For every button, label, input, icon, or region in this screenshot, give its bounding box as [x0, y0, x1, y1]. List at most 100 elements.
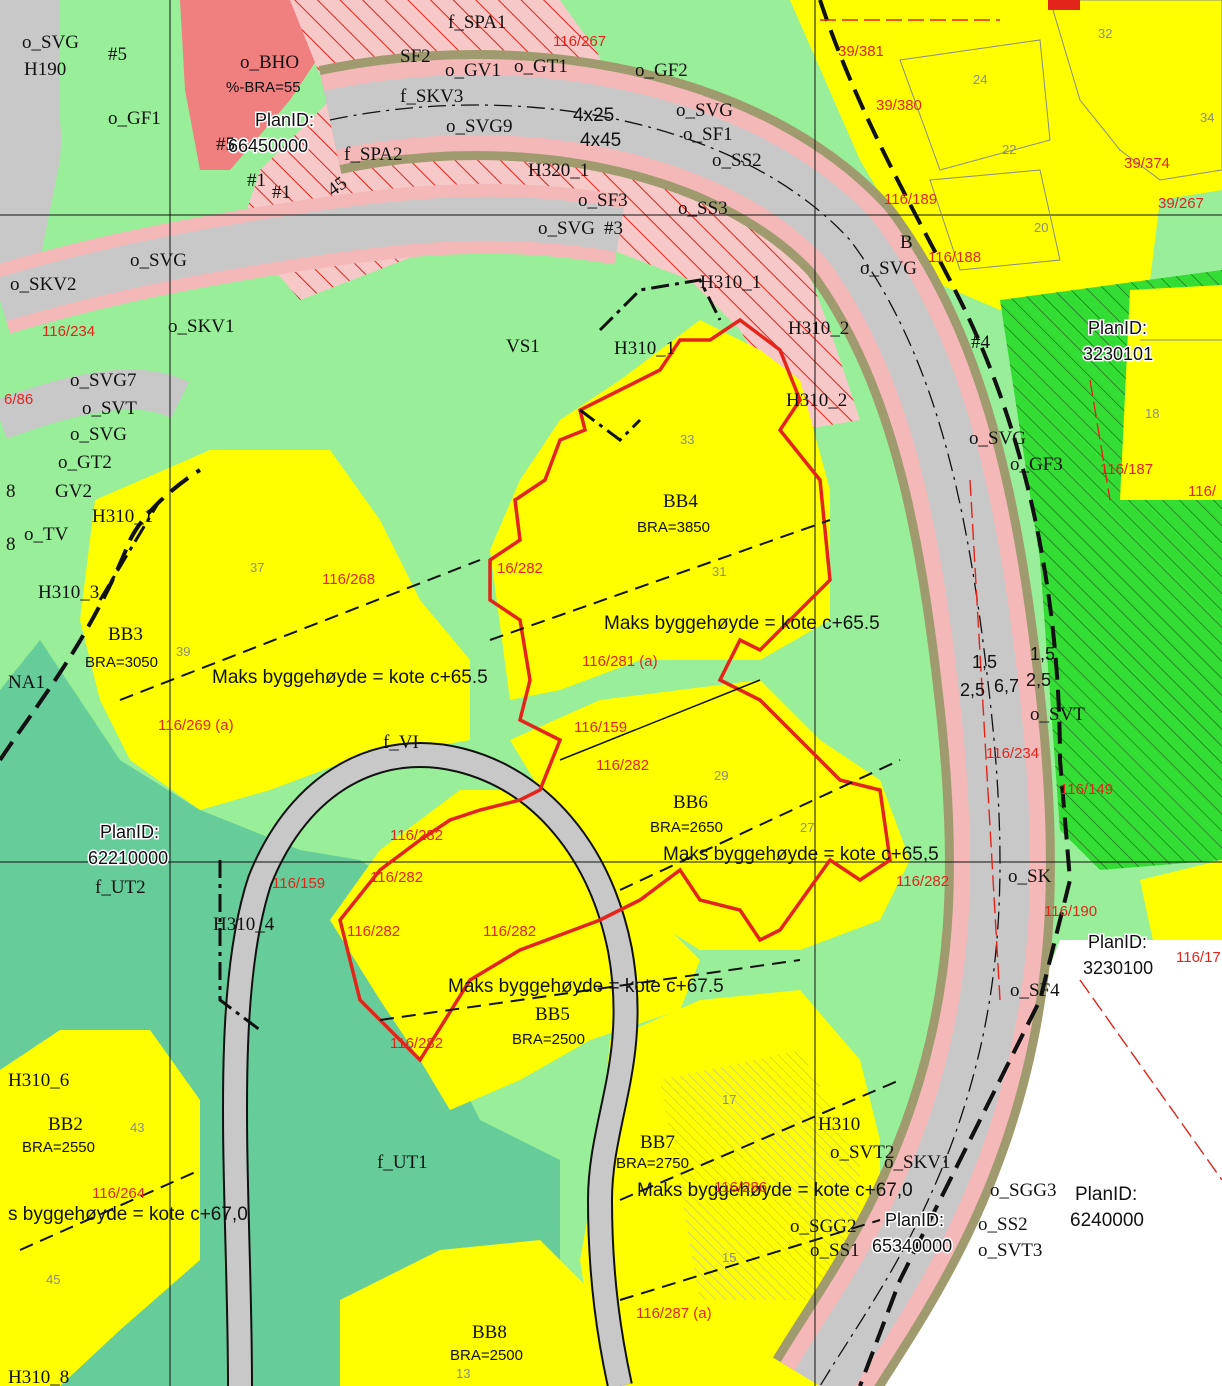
zone-o-sgg3: o_SGG3 — [990, 1180, 1057, 1201]
zone-o-gt2: o_GT2 — [58, 452, 112, 473]
zone-bb4 — [490, 320, 830, 700]
dim-4x25: 4x25 — [573, 105, 614, 126]
zone-h310-3: H310_3 — [38, 582, 99, 603]
planid-number: 6240000 — [1070, 1210, 1144, 1231]
zone-o-gf1: o_GF1 — [108, 108, 161, 129]
zone-o-bho: o_BHO — [240, 52, 299, 73]
parcel-number: 116/159 — [272, 875, 325, 892]
house-number: 39 — [176, 644, 190, 659]
zone-bb8 — [340, 1240, 600, 1386]
zone-label-bb6: BB6 — [673, 792, 708, 813]
zone-label-bb5: BB5 — [535, 1004, 570, 1025]
dim-1-5: 1,5 — [972, 652, 997, 672]
parcel-number: 116/282 — [390, 1035, 443, 1052]
parcel-number: 116/234 — [42, 323, 95, 340]
parcel-number: 116/282 — [483, 923, 536, 940]
parcel-number: 116/282 — [347, 923, 400, 940]
zone-label-bb4: BB4 — [663, 491, 698, 512]
parcel-number: 116/267 — [553, 33, 606, 50]
planid-label: PlanID: — [1088, 932, 1147, 952]
parcel-number: 116/269 (a) — [158, 717, 234, 734]
parcel-number: 39/381 — [838, 43, 884, 60]
parcel-number: 116/286 — [714, 1179, 767, 1196]
house-number: 29 — [714, 768, 728, 783]
parcel-number: 116/282 — [896, 873, 949, 890]
hash-1: #1 — [272, 182, 291, 203]
zone-label-bb2: BB2 — [48, 1114, 83, 1135]
house-number: 33 — [680, 432, 694, 447]
dashed-property-lines — [19, 519, 901, 1301]
planid-label: PlanID: — [885, 1210, 944, 1230]
east-yellow-lot — [1120, 285, 1222, 500]
parcel-number: 116/282 — [390, 827, 443, 844]
zone-h310-8: H310_8 — [8, 1367, 69, 1386]
house-number: 32 — [1098, 26, 1112, 41]
zone-o-ss2: o_SS2 — [978, 1214, 1028, 1235]
parcel-number: 116/190 — [1044, 903, 1097, 920]
house-number: 27 — [800, 820, 814, 835]
parcel-number: 116/149 — [1060, 781, 1113, 798]
zone-vs1: VS1 — [506, 336, 540, 357]
zone-o-svt: o_SVT — [82, 398, 137, 419]
path-f-vi — [224, 744, 637, 1386]
planid-label: PlanID: — [100, 822, 159, 842]
zone-gv2: GV2 — [55, 481, 92, 502]
zone-f-spa2: f_SPA2 — [344, 144, 402, 165]
parcel-number: 39/374 — [1124, 155, 1170, 172]
house-number: 31 — [712, 564, 726, 579]
zone-o-sf2: SF2 — [400, 46, 431, 67]
lot-lines — [899, 39, 1222, 341]
bra-label-bb3: BRA=3050 — [85, 654, 158, 671]
zone-h310: H310 — [818, 1114, 860, 1135]
zone-o-gv1: o_GV1 — [445, 60, 501, 81]
parcel-number: 116/187 — [1100, 461, 1153, 478]
zone-o-gf3: o_GF3 — [1010, 454, 1063, 475]
parcel-number: 39/380 — [876, 97, 922, 114]
zone-o-svg7: o_SVG7 — [70, 370, 137, 391]
dim-2-5: 2,5 — [1026, 670, 1051, 690]
hash-5: #5 — [216, 134, 235, 155]
zone-o-gf2: o_GF2 — [635, 60, 688, 81]
house-number: 24 — [973, 72, 987, 87]
zone-o-svg-east: o_SVG — [969, 428, 1026, 449]
zone-o-sgg2: o_SGG2 — [790, 1216, 857, 1237]
planid-number: 62210000 — [88, 848, 168, 868]
zone-o-svg9: o_SVG9 — [446, 116, 513, 137]
planid-number: 65340000 — [872, 1236, 952, 1256]
dim-6-7: 6,7 — [994, 676, 1019, 696]
dim-4x45: 4x45 — [580, 130, 621, 151]
zone-o-svt3: o_SVT3 — [978, 1240, 1042, 1261]
zone-bb5 — [330, 790, 700, 1110]
parcel-number: 39/267 — [1158, 195, 1204, 212]
parcel-number: 116/268 — [322, 571, 375, 588]
zone-o-gt1: o_GT1 — [514, 56, 568, 77]
house-number: 20 — [1034, 220, 1048, 235]
dim-2-5: 2,5 — [960, 680, 985, 700]
dash-dot-lines — [98, 278, 722, 1032]
zone-o-svg: o_SVG — [538, 218, 595, 239]
zone-h310-1: H310_1 — [92, 506, 153, 527]
red-square-marker-icon — [1048, 0, 1080, 10]
zone-o-svg: o_SVG — [130, 250, 187, 271]
parcel-number: 116/ — [1188, 483, 1217, 500]
parcel-number: 116/287 (a) — [636, 1305, 712, 1322]
zone-h310-1: H310_1 — [614, 338, 675, 359]
west-green — [60, 0, 180, 250]
bb4-bb6-divider — [559, 679, 761, 761]
zone-h310-2: H310_2 — [788, 318, 849, 339]
zone-f-ut2: f_UT2 — [95, 877, 146, 898]
parcel-number: 116/17 — [1176, 949, 1221, 966]
house-number: 43 — [130, 1120, 144, 1135]
planid-label: PlanID: — [1075, 1184, 1137, 1205]
planid-number: 66450000 — [228, 136, 308, 156]
plan-boundary-east — [818, 0, 1073, 1386]
planid-label: PlanID: — [255, 110, 314, 130]
parcel-number: 116/282 — [596, 757, 649, 774]
zone-label-bb7: BB7 — [640, 1132, 675, 1153]
parcel-number: 116/282 — [370, 869, 423, 886]
zone-f-ut1: f_UT1 — [377, 1152, 428, 1173]
bra-label-bb2: BRA=2550 — [22, 1139, 95, 1156]
zone-o-sf1: o_SF1 — [683, 124, 733, 145]
